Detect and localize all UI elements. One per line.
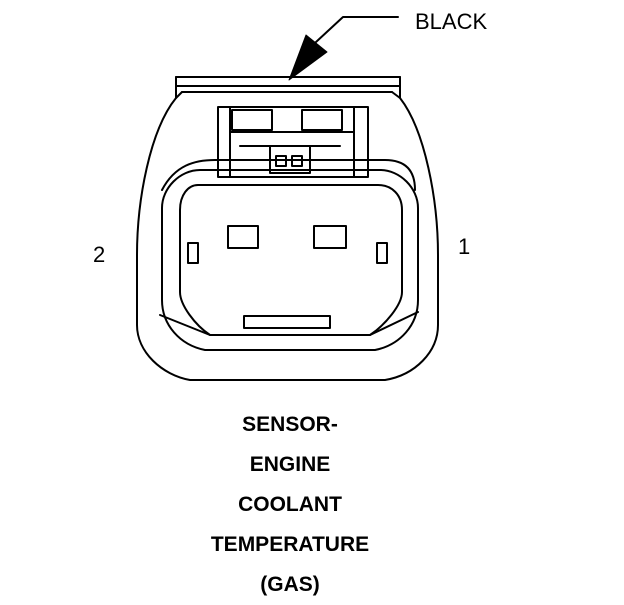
component-title: SENSOR- ENGINE COOLANT TEMPERATURE (GAS)	[140, 405, 440, 605]
top-ledge	[175, 76, 401, 99]
latch-tab-left	[231, 109, 273, 131]
latch-tab-right	[301, 109, 343, 131]
bottom-key	[243, 315, 331, 329]
latch-window-left	[275, 155, 287, 167]
latch-window-right	[291, 155, 303, 167]
title-line: COOLANT	[238, 493, 342, 516]
wire-color-label: BLACK	[415, 9, 488, 34]
terminal-slot-pin-1	[313, 225, 347, 249]
cavity-chamfer-right	[369, 311, 419, 336]
ledge-left-corner	[175, 91, 183, 99]
title-line: TEMPERATURE	[210, 533, 370, 556]
pin-number-left: 2	[93, 242, 106, 267]
side-bump-left	[187, 242, 199, 264]
title-line: (GAS)	[260, 573, 320, 596]
cavity-chamfer-left	[159, 314, 211, 336]
title-line: ENGINE	[249, 453, 331, 476]
pin-number-right: 1	[458, 234, 471, 259]
callout-line	[315, 16, 399, 43]
callout-arrowhead	[288, 34, 328, 81]
callout-leader	[288, 16, 399, 81]
top-ledge-bar	[175, 76, 401, 87]
latch-frame	[217, 106, 369, 178]
ledge-right-corner	[391, 91, 401, 99]
mating-face-rim	[161, 169, 419, 351]
connector-housing-outer	[136, 76, 439, 381]
connector-housing-inner	[161, 159, 416, 191]
locking-latch	[217, 106, 369, 178]
side-bump-right	[376, 242, 388, 264]
mating-face-cavity	[179, 184, 403, 336]
title-line: SENSOR-	[242, 413, 338, 436]
terminal-slot-pin-2	[227, 225, 259, 249]
